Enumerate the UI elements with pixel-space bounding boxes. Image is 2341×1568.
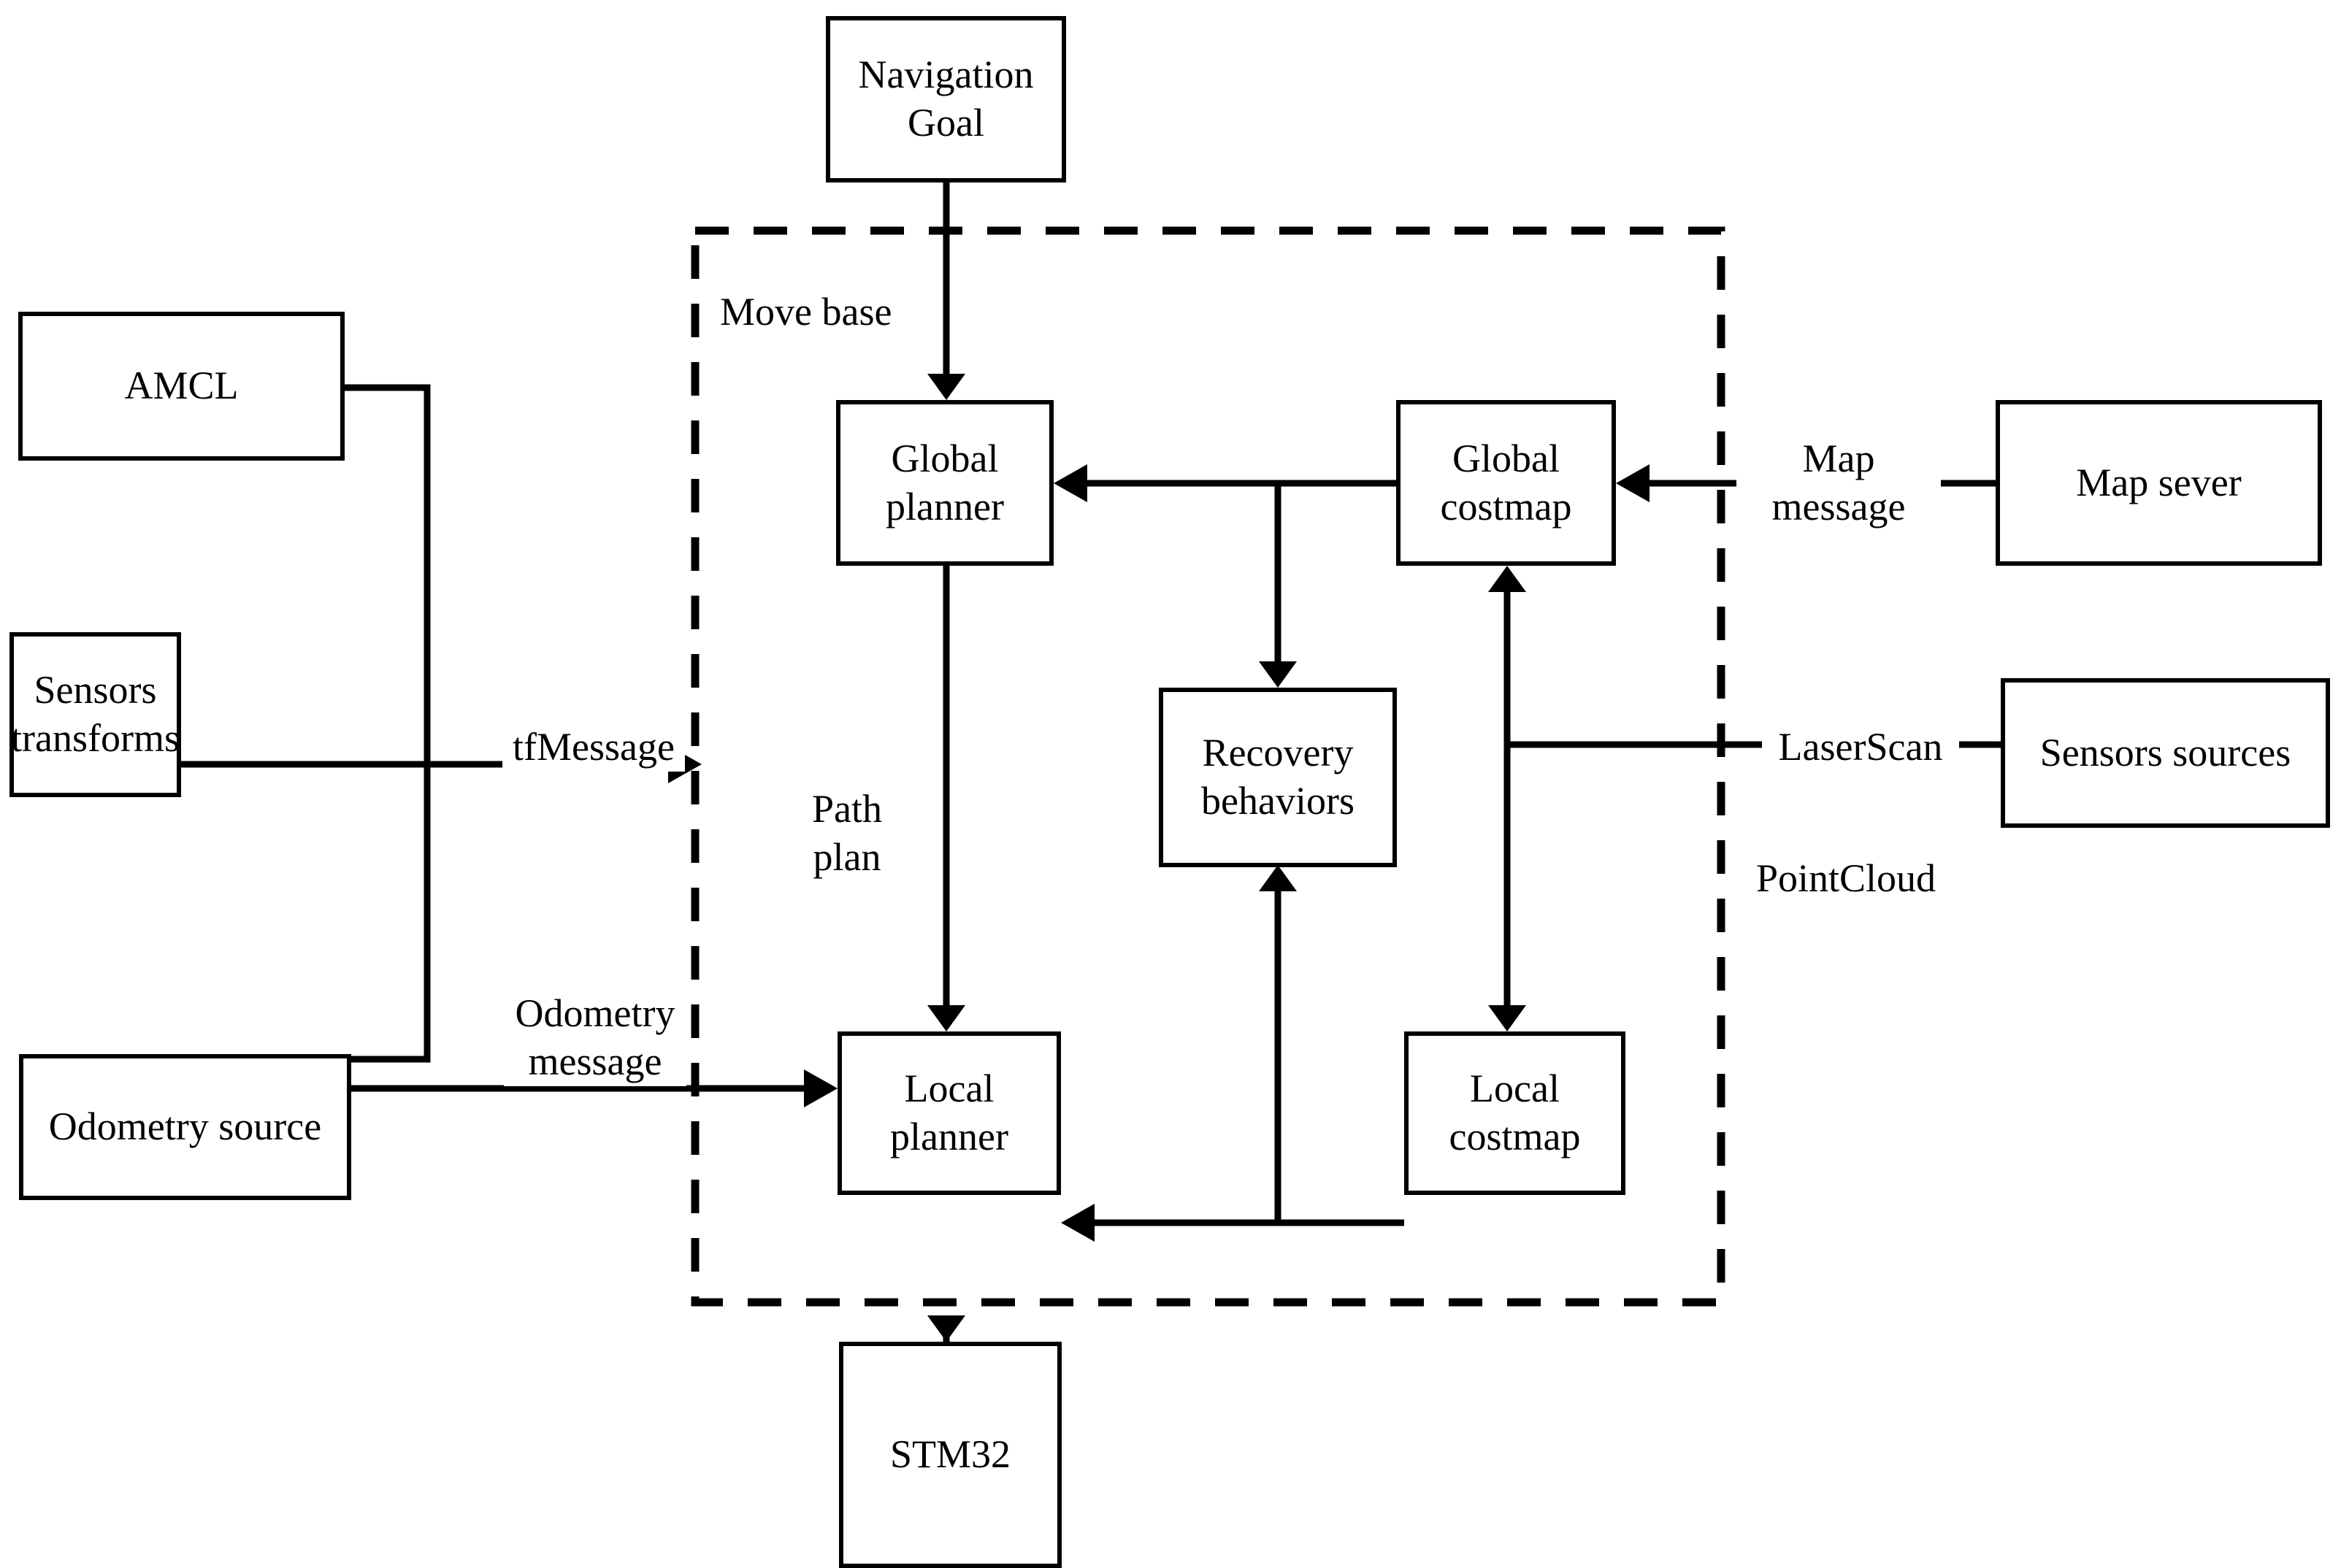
node-sensors-transforms-label: Sensors transforms	[11, 668, 180, 760]
node-sensors-sources[interactable]: Sensors sources	[2001, 678, 2330, 828]
node-stm32[interactable]: STM32	[839, 1342, 1062, 1568]
edge-label-point-cloud-text: PointCloud	[1755, 856, 1936, 900]
node-global-planner-label: Global planner	[886, 436, 1004, 529]
node-navigation-goal[interactable]: Navigation Goal	[826, 16, 1066, 182]
node-local-planner[interactable]: Local planner	[838, 1031, 1061, 1195]
move-base-group-label: Move base	[716, 288, 897, 336]
edge-label-map-message-text: Map message	[1771, 436, 1906, 529]
node-map-server[interactable]: Map sever	[1996, 400, 2322, 566]
node-sensors-sources-label: Sensors sources	[2039, 730, 2291, 775]
node-recovery-behaviors-label: Recovery behaviors	[1201, 731, 1355, 823]
node-stm32-label: STM32	[889, 1432, 1011, 1477]
node-local-planner-label: Local planner	[890, 1067, 1008, 1158]
node-sensors-transforms[interactable]: Sensors transforms	[9, 632, 181, 797]
edge-label-odometry-message-text: Odometry message	[515, 991, 675, 1083]
edge-label-path-plan: Path plan	[803, 737, 891, 882]
node-amcl[interactable]: AMCL	[18, 312, 345, 461]
node-local-costmap[interactable]: Local costmap	[1404, 1031, 1625, 1195]
edge-label-path-plan-text: Path plan	[811, 786, 882, 879]
edge-label-odometry-message: Odometry message	[504, 942, 686, 1086]
node-map-server-label: Map sever	[2076, 460, 2242, 504]
edge-label-map-message: Map message	[1736, 387, 1941, 531]
node-global-costmap[interactable]: Global costmap	[1396, 400, 1616, 566]
node-odometry-source[interactable]: Odometry source	[19, 1054, 351, 1200]
edge-label-laser-scan: LaserScan	[1762, 675, 1959, 772]
node-global-costmap-label: Global costmap	[1440, 436, 1572, 529]
node-recovery-behaviors[interactable]: Recovery behaviors	[1159, 688, 1397, 867]
node-navigation-goal-label: Navigation Goal	[858, 53, 1034, 145]
edge-label-point-cloud: PointCloud	[1740, 807, 1952, 903]
move-base-group-label-text: Move base	[720, 290, 892, 334]
node-local-costmap-label: Local costmap	[1449, 1067, 1581, 1158]
edge-amcl-to-odometry-bus	[345, 384, 431, 1063]
edge-label-tf-message: tfMessage	[502, 675, 685, 772]
node-global-planner[interactable]: Global planner	[836, 400, 1054, 566]
edge-label-laser-scan-text: LaserScan	[1778, 724, 1943, 769]
node-amcl-label: AMCL	[124, 364, 239, 408]
node-odometry-source-label: Odometry source	[48, 1104, 322, 1149]
edge-label-tf-message-text: tfMessage	[513, 724, 675, 769]
